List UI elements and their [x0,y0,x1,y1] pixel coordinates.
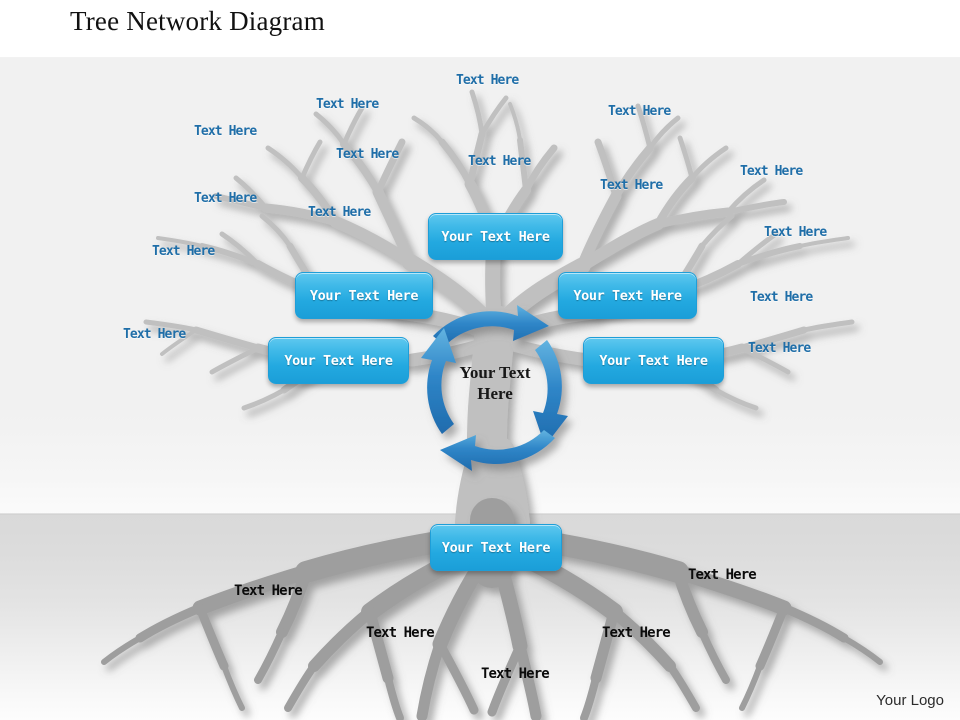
box-mid-right[interactable]: Your Text Here [558,272,697,319]
box-top-center[interactable]: Your Text Here [428,213,563,260]
root-label-1[interactable]: Text Here [234,583,303,599]
root-label-3[interactable]: Text Here [366,625,435,641]
branch-label-3[interactable]: Text Here [608,104,671,119]
box-low-right[interactable]: Your Text Here [583,337,724,384]
branch-label-9[interactable]: Text Here [194,191,257,206]
branch-label-10[interactable]: Text Here [308,205,371,220]
arrow-right [533,340,568,446]
branch-label-15[interactable]: Text Here [748,341,811,356]
center-text-line1: Your Text [459,363,531,382]
branch-label-1[interactable]: Text Here [456,73,519,88]
box-mid-left[interactable]: Your Text Here [295,272,433,319]
root-label-2[interactable]: Text Here [688,567,757,583]
arrow-left [421,328,456,434]
branch-label-4[interactable]: Text Here [194,124,257,139]
root-label-5[interactable]: Text Here [481,666,550,682]
tree-crown [143,89,855,540]
center-text-line2: Here [477,384,513,403]
box-root-center[interactable]: Your Text Here [430,524,562,571]
box-low-left[interactable]: Your Text Here [268,337,409,384]
branch-label-6[interactable]: Text Here [468,154,531,169]
branch-label-11[interactable]: Text Here [764,225,827,240]
branch-label-7[interactable]: Text Here [740,164,803,179]
center-text: Your Text Here [430,362,560,404]
branch-label-14[interactable]: Text Here [123,327,186,342]
circular-arrow-group [421,305,568,471]
branch-label-8[interactable]: Text Here [600,178,663,193]
header-band [0,0,960,58]
arrow-bottom [440,430,555,471]
logo-placeholder: Your Logo [876,692,944,709]
branch-label-5[interactable]: Text Here [336,147,399,162]
branch-label-2[interactable]: Text Here [316,97,379,112]
root-label-4[interactable]: Text Here [602,625,671,641]
branch-label-12[interactable]: Text Here [152,244,215,259]
arrow-top [433,305,549,346]
branch-label-13[interactable]: Text Here [750,290,813,305]
page-title: Tree Network Diagram [70,6,325,36]
